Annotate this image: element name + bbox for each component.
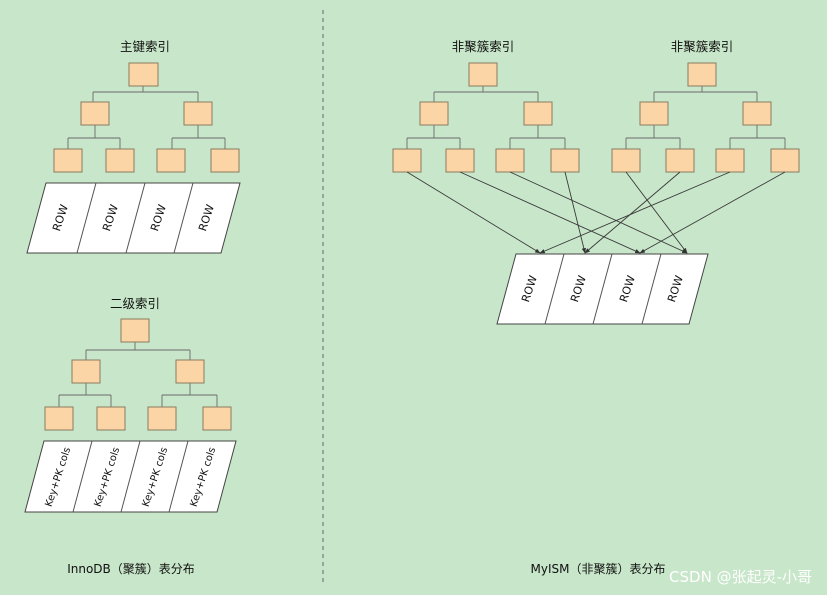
myisam-index-title-1: 非聚簇索引 xyxy=(452,39,515,54)
tree-node xyxy=(665,148,695,173)
tree-node xyxy=(105,148,135,173)
tree-node xyxy=(770,148,800,173)
tree-node xyxy=(419,101,449,126)
tree-node xyxy=(175,359,205,384)
myisam-row-band: ROW ROW ROW ROW xyxy=(496,253,709,325)
tree-node xyxy=(445,148,475,173)
tree-node xyxy=(96,406,126,431)
tree-node xyxy=(742,101,772,126)
tree-node xyxy=(120,318,150,343)
watermark: CSDN @张起灵-小哥 xyxy=(669,568,812,586)
tree-node xyxy=(156,148,186,173)
innodb-primary-index-title: 主键索引 xyxy=(120,39,170,54)
tree-node xyxy=(44,406,74,431)
tree-node xyxy=(639,101,669,126)
tree-node xyxy=(468,62,498,87)
myisam-index-tree-2: 非聚簇索引 xyxy=(611,39,800,173)
myisam-caption: MyISM（非聚簇）表分布 xyxy=(531,561,666,576)
row-pointer-arrows xyxy=(406,171,786,254)
tree-node xyxy=(202,406,232,431)
innodb-primary-row-band: ROW ROW ROW ROW xyxy=(26,182,241,254)
tree-node xyxy=(183,101,213,126)
tree-node xyxy=(611,148,641,173)
tree-node xyxy=(128,62,159,87)
innodb-caption: InnoDB（聚簇）表分布 xyxy=(67,561,195,576)
myisam-index-tree-1: 非聚簇索引 xyxy=(392,39,580,173)
tree-node xyxy=(392,148,422,173)
innodb-secondary-index-title: 二级索引 xyxy=(110,296,160,311)
tree-node xyxy=(495,148,525,173)
tree-node xyxy=(53,148,83,173)
innodb-secondary-index: 二级索引 Key+PK cols Key+PK cols Key+PK cols… xyxy=(24,296,237,513)
tree-node xyxy=(71,359,101,384)
innodb-primary-index: 主键索引 ROW ROW ROW ROW xyxy=(26,39,241,254)
tree-node xyxy=(687,62,717,87)
tree-node xyxy=(80,101,110,126)
tree-node xyxy=(523,101,553,126)
tree-node xyxy=(550,148,580,173)
innodb-secondary-row-band: Key+PK cols Key+PK cols Key+PK cols Key+… xyxy=(24,440,237,513)
myisam-index-title-2: 非聚簇索引 xyxy=(671,39,734,54)
tree-node xyxy=(210,148,240,173)
tree-node xyxy=(715,148,745,173)
tree-node xyxy=(147,406,177,431)
